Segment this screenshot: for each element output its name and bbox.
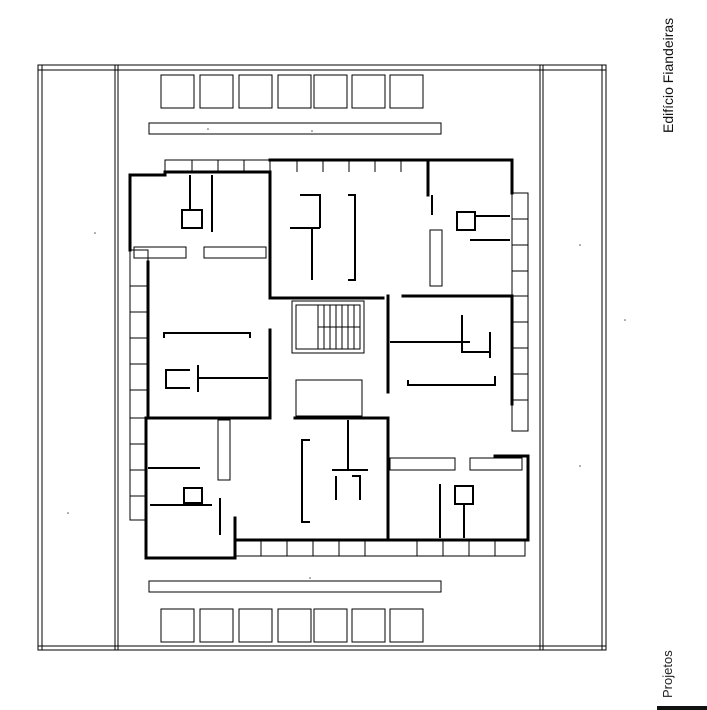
parking-bays-bottom (161, 609, 423, 642)
stair-core (292, 301, 364, 416)
interior-partitions (134, 175, 522, 538)
elevator (296, 380, 362, 416)
section-bar (657, 706, 707, 710)
planter-top (149, 123, 441, 134)
building-walls (130, 160, 528, 558)
planter-bottom (149, 581, 441, 592)
site-boundary (38, 65, 606, 650)
parking-bays-top (161, 75, 423, 108)
facade-windows (130, 160, 528, 556)
page-title: Edifício Fiandeiras (660, 18, 676, 133)
section-label: Projetos (660, 650, 675, 698)
